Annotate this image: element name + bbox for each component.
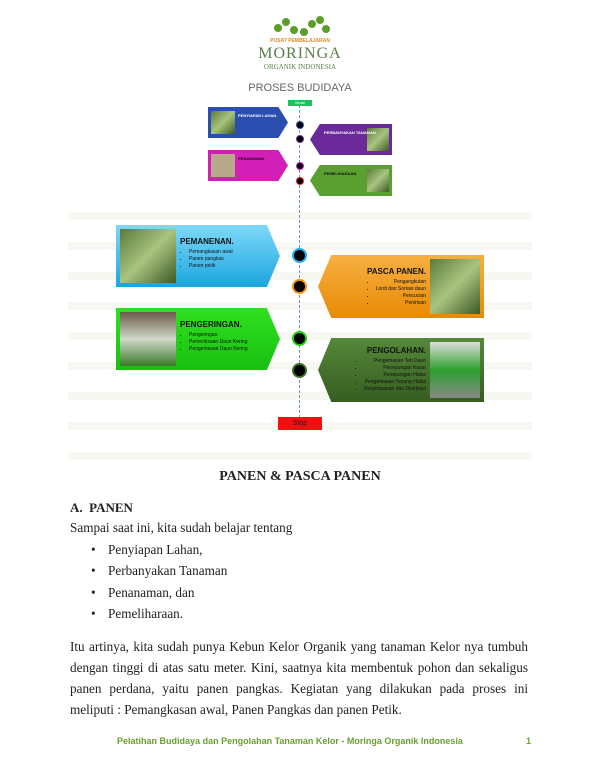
card-title: PASCA PANEN.: [367, 267, 426, 276]
card-item: Pemeriksaan Daun Kering: [189, 339, 248, 346]
page-heading: PANEN & PASCA PANEN: [219, 469, 381, 484]
logo-line2: MORINGA: [258, 45, 342, 62]
card-penanaman: PENANAMAN.: [208, 150, 288, 181]
logo-line3: ORGANIK INDONESIA: [263, 63, 337, 71]
card-pasca-panen: PASCA PANEN. PengangkutanLordi dan Sorta…: [318, 255, 484, 318]
card-item: Pengemasan Daun Kering: [189, 346, 248, 353]
timeline-dot: [296, 177, 304, 185]
card-item: Pengemasan Tepung Halus: [364, 379, 426, 386]
list-item: Penyiapan Lahan,: [108, 542, 203, 557]
card-item: Pengangkutan: [376, 279, 426, 286]
card-pengolahan: PENGOLAHAN. Pengemasan Teh DaunPenepunga…: [318, 338, 484, 402]
timeline-dot: [296, 162, 304, 170]
moringa-leaves-icon: [270, 16, 330, 36]
card-item: Pengeringan: [189, 332, 248, 339]
card-item: Penyimpanan dan Distribusi: [364, 386, 426, 393]
timeline-dot: [292, 279, 307, 294]
card-title: PEMELIHARAAN.: [324, 171, 358, 176]
bullet-icon: •: [91, 563, 96, 578]
card-perbanyakan-tanaman: PERBANYAKAN TANAMAN.: [310, 124, 392, 155]
diagram-title: PROSES BUDIDAYA: [248, 82, 352, 94]
card-title: PEMANENAN.: [180, 237, 234, 246]
timeline-dot: [292, 331, 307, 346]
card-item: Pengemasan Teh Daun: [364, 358, 426, 365]
card-item: Penepungan Halus: [364, 372, 426, 379]
timeline-dot: [296, 135, 304, 143]
card-item: Panen petik: [189, 263, 233, 270]
card-item: Penepungan Kasar: [364, 365, 426, 372]
list-item: Penanaman, dan: [108, 585, 195, 600]
card-item: Lordi dan Sortasi daun: [376, 286, 426, 293]
card-title: PENYIAPAN LAHAN.: [238, 113, 278, 118]
card-item: Pemangkasan awal: [189, 249, 233, 256]
stop-box: Stop: [278, 417, 322, 430]
card-item: Pencucian: [376, 293, 426, 300]
card-title: PENGOLAHAN.: [366, 346, 426, 355]
card-item: Panen pangkas: [189, 256, 233, 263]
card-title: PERBANYAKAN TANAMAN.: [324, 130, 377, 135]
page-number: 1: [526, 736, 532, 746]
card-item: Penirisan: [376, 300, 426, 307]
logo-line1: PUSAT PEMBELAJARAN: [270, 38, 330, 44]
timeline-dot: [292, 363, 307, 378]
start-box: Mulai: [288, 100, 312, 106]
card-pemeliharaan: PEMELIHARAAN.: [310, 165, 392, 196]
footer-text: Pelatihan Budidaya dan Pengolahan Tanama…: [117, 736, 463, 746]
list-item: Pemeliharaan.: [108, 606, 184, 621]
bullet-icon: •: [91, 606, 96, 621]
body-paragraph: Itu artinya, kita sudah punya Kebun Kelo…: [70, 639, 528, 717]
intro-text: Sampai saat ini, kita sudah belajar tent…: [70, 520, 293, 535]
timeline-dot: [292, 248, 307, 263]
bullet-icon: •: [91, 542, 96, 557]
card-title: PENANAMAN.: [238, 156, 266, 161]
card-pemanenan: PEMANENAN. Pemangkasan awalPanen pangkas…: [116, 225, 280, 287]
section-heading: A. PANEN: [70, 500, 133, 515]
list-item: Perbanyakan Tanaman: [108, 563, 228, 578]
bullet-icon: •: [91, 585, 96, 600]
card-title: PENGERINGAN.: [180, 320, 242, 329]
card-pengeringan: PENGERINGAN. PengeringanPemeriksaan Daun…: [116, 308, 280, 370]
timeline-dot: [296, 121, 304, 129]
card-penyiapan-lahan: PENYIAPAN LAHAN.: [208, 107, 288, 138]
